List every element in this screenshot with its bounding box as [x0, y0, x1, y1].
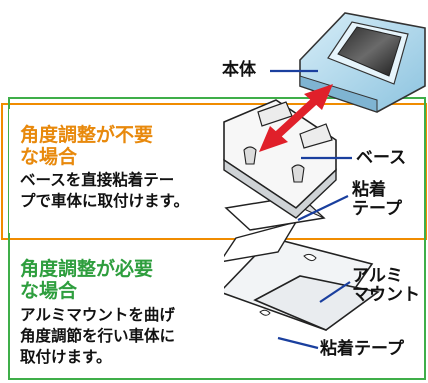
adjust-description: アルミマウントを曲げ 角度調節を行い車体に 取付けます。 — [20, 306, 176, 366]
no-adjust-frame — [1, 103, 427, 240]
leader-tape-1 — [297, 195, 349, 221]
adjust-frame — [8, 97, 426, 380]
main-unit-label: 本体 — [222, 60, 256, 80]
aluminum-mount — [218, 220, 380, 331]
no-adjust-heading: 角度調整が不要 な場合 — [20, 124, 154, 168]
leader-mount — [319, 281, 351, 303]
leader-tape-2 — [277, 336, 319, 350]
adjust-panel — [10, 244, 224, 378]
aluminum-mount-label: アルミ マウント — [352, 266, 420, 305]
no-adjust-description: ベースを直接粘着テー プで車体に取付けます。 — [20, 171, 189, 210]
no-adjust-panel — [9, 109, 219, 233]
base-label: ベース — [356, 148, 407, 168]
adjust-heading: 角度調整が必要 な場合 — [20, 258, 154, 302]
leader-lines — [270, 69, 352, 350]
adhesive-tape-label-1: 粘着 テープ — [352, 180, 402, 219]
double-headed-arrow-icon — [259, 84, 333, 152]
base — [223, 99, 337, 219]
adhesive-tape-label-2: 粘着テープ — [320, 339, 404, 359]
